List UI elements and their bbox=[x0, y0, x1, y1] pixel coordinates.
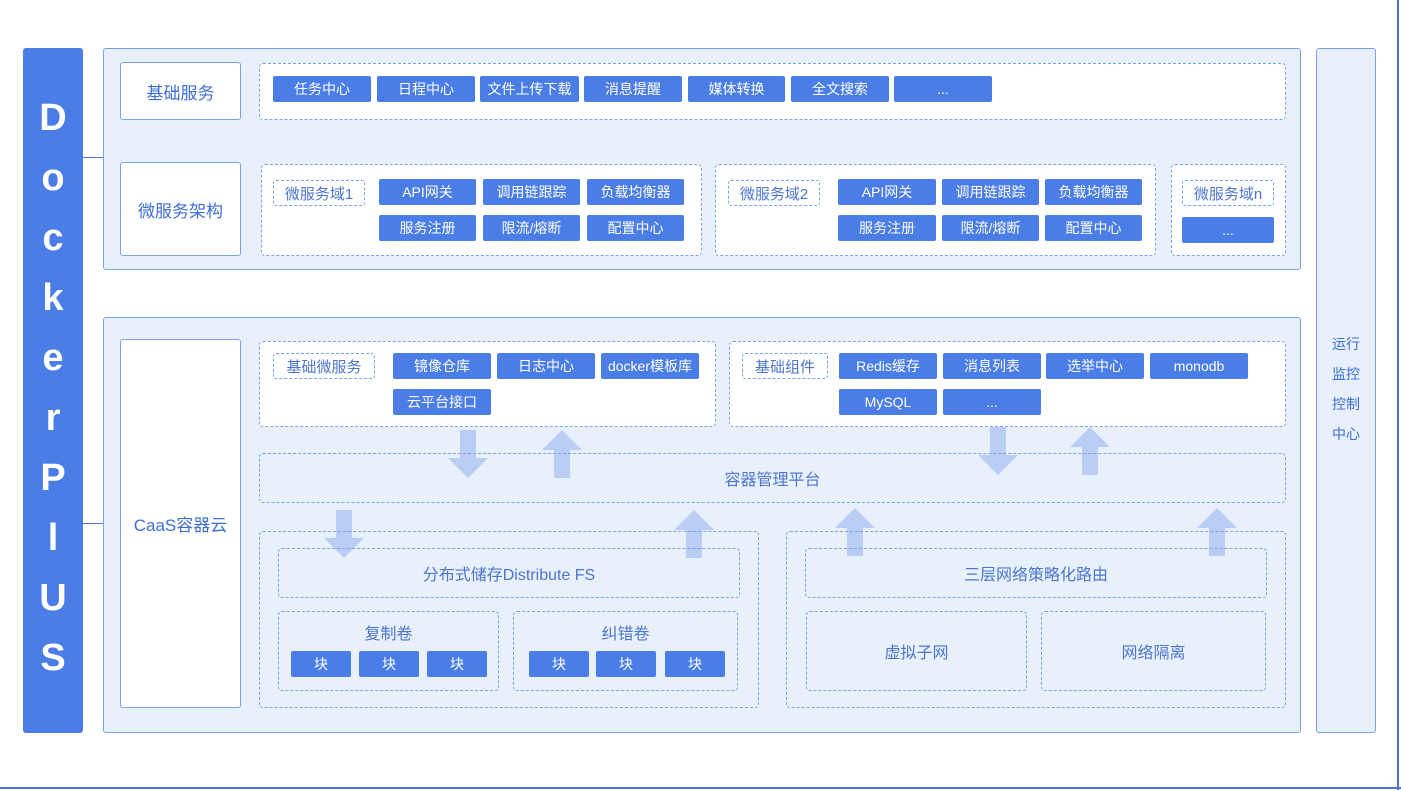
service-chip: ... bbox=[894, 76, 992, 102]
basic-services-label: 基础服务 bbox=[120, 62, 241, 120]
brand-letter: l bbox=[47, 517, 59, 559]
component-chip: 配置中心 bbox=[1045, 215, 1142, 241]
arrow-up-icon bbox=[1197, 508, 1237, 556]
component-chip: ... bbox=[943, 389, 1041, 415]
component-chip: 负载均衡器 bbox=[1045, 179, 1142, 205]
erasure-volume-title: 纠错卷 bbox=[601, 626, 650, 643]
sidebar-line: 运行 bbox=[1332, 336, 1360, 352]
component-chip: 云平台接口 bbox=[393, 389, 491, 415]
network-isolation: 网络隔离 bbox=[1041, 611, 1266, 691]
sidebar-line: 中心 bbox=[1332, 426, 1360, 442]
brand-letter: r bbox=[45, 397, 61, 439]
brand-column: D o c k e r P l U S bbox=[23, 48, 83, 733]
brand-letter: P bbox=[40, 457, 66, 499]
frame-bottom-border bbox=[0, 787, 1401, 789]
caas-label: CaaS容器云 bbox=[120, 339, 241, 708]
component-chip: 调用链跟踪 bbox=[942, 179, 1039, 205]
sidebar-line: 控制 bbox=[1332, 396, 1360, 412]
component-chip: 限流/熔断 bbox=[942, 215, 1039, 241]
block-chip: 块 bbox=[291, 651, 351, 677]
component-chip: 服务注册 bbox=[379, 215, 476, 241]
layer3-routing: 三层网络策略化路由 bbox=[805, 548, 1267, 598]
brand-letter: S bbox=[40, 637, 66, 679]
brand-letter: D bbox=[39, 97, 67, 139]
block-chip: 块 bbox=[596, 651, 656, 677]
arrow-up-icon bbox=[674, 510, 714, 558]
microservice-label: 微服务架构 bbox=[120, 162, 241, 256]
component-chip: 调用链跟踪 bbox=[483, 179, 580, 205]
ops-control-center: 运行 监控 控制 中心 bbox=[1316, 48, 1376, 733]
component-chip: docker模板库 bbox=[601, 353, 699, 379]
brand-letter: k bbox=[42, 277, 64, 319]
container-management-platform: 容器管理平台 bbox=[259, 453, 1286, 503]
connector-line bbox=[83, 523, 103, 524]
brand-letter: o bbox=[41, 157, 65, 199]
group-tag: 基础组件 bbox=[742, 353, 828, 379]
brand-letter: c bbox=[42, 217, 64, 259]
service-chip: 文件上传下载 bbox=[480, 76, 579, 102]
component-chip: 配置中心 bbox=[587, 215, 684, 241]
brand-letter: e bbox=[42, 337, 64, 379]
arrow-down-icon bbox=[324, 510, 364, 558]
arrow-up-icon bbox=[1070, 427, 1110, 475]
microservice-domain-2 bbox=[715, 164, 1156, 256]
microservice-domain-1 bbox=[261, 164, 702, 256]
group-tag: 基础微服务 bbox=[273, 353, 375, 379]
block-chip: 块 bbox=[359, 651, 419, 677]
component-chip: monodb bbox=[1150, 353, 1248, 379]
component-chip: MySQL bbox=[839, 389, 937, 415]
service-chip: 日程中心 bbox=[377, 76, 475, 102]
brand-letter: U bbox=[39, 577, 67, 619]
component-chip: 日志中心 bbox=[497, 353, 595, 379]
block-chip: 块 bbox=[665, 651, 725, 677]
component-chip: 服务注册 bbox=[838, 215, 936, 241]
erasure-volume bbox=[513, 611, 738, 691]
block-chip: 块 bbox=[529, 651, 589, 677]
virtual-subnet: 虚拟子网 bbox=[806, 611, 1027, 691]
component-chip: API网关 bbox=[838, 179, 936, 205]
arrow-up-icon bbox=[835, 508, 875, 556]
service-chip: 媒体转换 bbox=[688, 76, 785, 102]
domain-tag: 微服务域n bbox=[1182, 180, 1274, 206]
service-chip: 任务中心 bbox=[273, 76, 371, 102]
sidebar-line: 监控 bbox=[1332, 366, 1360, 382]
component-chip: 选举中心 bbox=[1046, 353, 1144, 379]
component-chip: ... bbox=[1182, 217, 1274, 243]
network-group bbox=[786, 531, 1286, 708]
replica-volume bbox=[278, 611, 499, 691]
domain-tag: 微服务域2 bbox=[728, 180, 820, 206]
storage-group bbox=[259, 531, 759, 708]
component-chip: API网关 bbox=[379, 179, 476, 205]
service-chip: 全文搜索 bbox=[791, 76, 889, 102]
component-chip: Redis缓存 bbox=[839, 353, 937, 379]
component-chip: 限流/熔断 bbox=[483, 215, 580, 241]
connector-line bbox=[83, 157, 103, 158]
service-chip: 消息提醒 bbox=[584, 76, 682, 102]
arrow-up-icon bbox=[542, 430, 582, 478]
component-chip: 消息列表 bbox=[943, 353, 1041, 379]
arrow-down-icon bbox=[448, 430, 488, 478]
replica-volume-title: 复制卷 bbox=[364, 626, 413, 643]
arrow-down-icon bbox=[978, 427, 1018, 475]
block-chip: 块 bbox=[427, 651, 487, 677]
frame-right-border bbox=[1397, 0, 1399, 790]
domain-tag: 微服务域1 bbox=[273, 180, 365, 206]
distributed-storage: 分布式储存Distribute FS bbox=[278, 548, 740, 598]
component-chip: 负载均衡器 bbox=[587, 179, 684, 205]
component-chip: 镜像仓库 bbox=[393, 353, 491, 379]
